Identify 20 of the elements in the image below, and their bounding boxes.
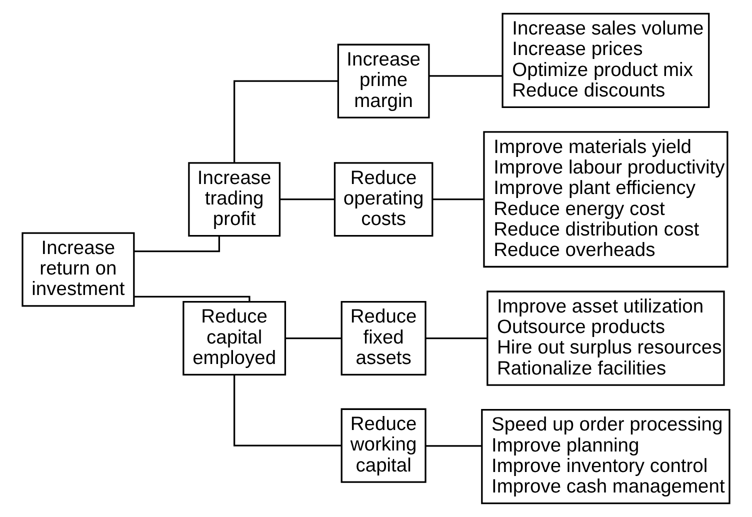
node-box: Speed up order processing Improve planning Improve inventory control Improve cash management [481, 408, 730, 504]
connector [432, 198, 484, 200]
node-box: Reduce working capital [340, 408, 426, 483]
connector [280, 198, 335, 200]
node-box: Improve materials yield Improve labour productivity Improve plant efficiency Reduce energy cost Reduce distribution cost Reduce overheads [483, 131, 728, 268]
connector [429, 75, 503, 77]
node-box: Increase prime margin [337, 44, 430, 118]
connector [285, 337, 342, 340]
node-box: Improve asset utilization Outsource products Hire out surplus resources Rationalize facilities [486, 290, 725, 386]
node-box: Reduce capital employed [182, 301, 286, 376]
node-box: Reduce operating costs [334, 162, 434, 237]
connector [234, 80, 338, 163]
connector [234, 375, 342, 446]
node-box: Increase trading profit [188, 162, 281, 237]
node-box: Increase sales volume Increase prices Optimize product mix Reduce discounts [502, 12, 710, 108]
node-box: Reduce fixed assets [340, 301, 426, 376]
connector [426, 445, 482, 447]
node-box: Increase return on investment [22, 232, 135, 307]
connector [134, 296, 250, 302]
connector [426, 337, 488, 340]
